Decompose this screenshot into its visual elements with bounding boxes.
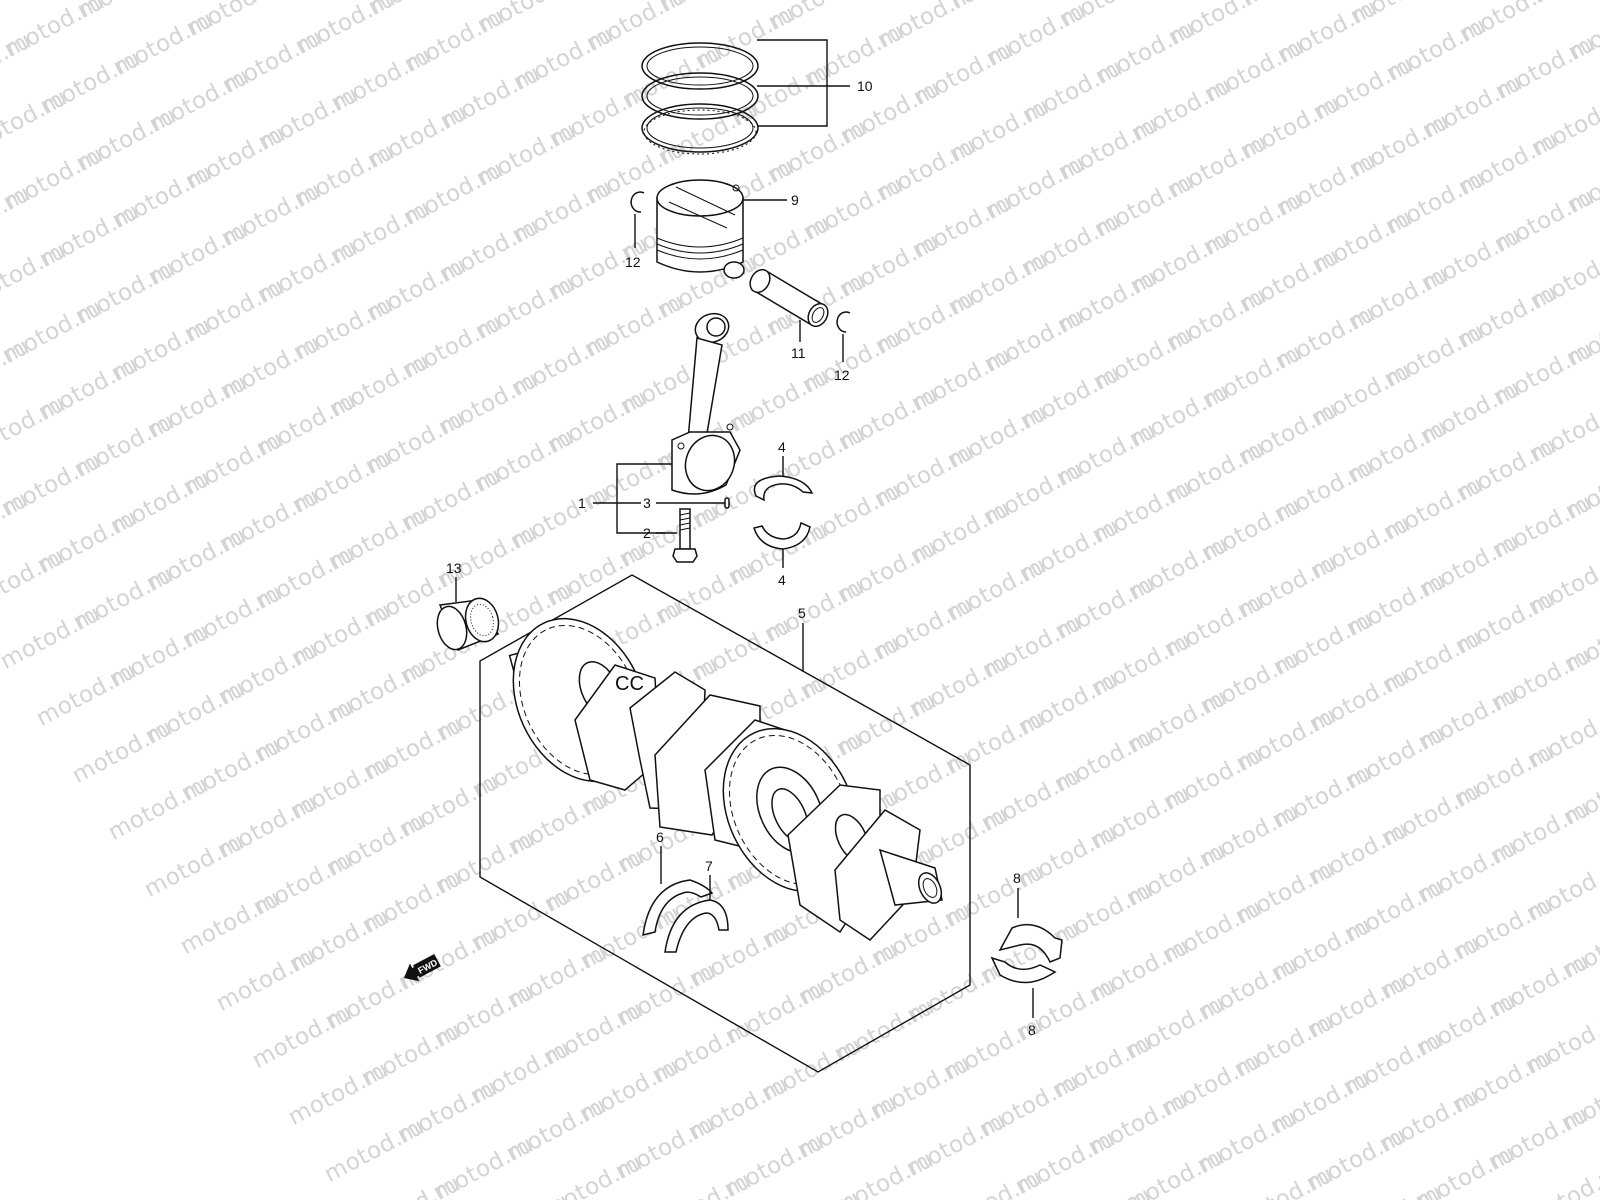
- crankshaft-marking: CC: [615, 673, 644, 695]
- crank-pin-bearing[interactable]: [753, 475, 814, 550]
- callout-12b[interactable]: 12: [834, 367, 850, 383]
- piston-pin-circlip-left[interactable]: [630, 191, 645, 213]
- callout-10[interactable]: 10: [857, 78, 873, 94]
- callout-2[interactable]: 2: [643, 525, 651, 541]
- callout-13[interactable]: 13: [446, 560, 462, 576]
- piston-pin[interactable]: [746, 266, 832, 330]
- callout-1[interactable]: 1: [578, 495, 586, 511]
- thrust-bearing-b[interactable]: [664, 899, 729, 953]
- callout-4a[interactable]: 4: [778, 439, 786, 455]
- needle-bearing[interactable]: [433, 595, 503, 653]
- piston-ring-set[interactable]: [641, 42, 759, 155]
- piston-ring-top: [641, 42, 759, 90]
- crankshaft-assembly-box: [479, 574, 971, 1073]
- callout-5[interactable]: 5: [798, 605, 806, 621]
- callout-4b[interactable]: 4: [778, 572, 786, 588]
- connecting-rod[interactable]: [671, 309, 742, 497]
- connecting-rod-pin[interactable]: [724, 497, 730, 509]
- connecting-rod-bolt[interactable]: [672, 508, 698, 563]
- callout-7[interactable]: 7: [705, 858, 713, 874]
- crankshaft-journal-bearing[interactable]: [990, 923, 1063, 984]
- callout-11[interactable]: 11: [791, 345, 806, 361]
- crankshaft[interactable]: CC: [488, 597, 946, 941]
- piston[interactable]: [656, 179, 745, 279]
- callout-10-leader: [757, 39, 850, 127]
- piston-ring-oil: [641, 103, 759, 155]
- thrust-bearing-a[interactable]: [642, 879, 714, 936]
- piston-ring-second: [641, 72, 759, 120]
- callout-3[interactable]: 3: [643, 495, 651, 511]
- callout-12a[interactable]: 12: [625, 254, 641, 270]
- forward-direction-arrow: FWD: [404, 953, 441, 982]
- callout-9[interactable]: 9: [791, 192, 799, 208]
- callout-8a[interactable]: 8: [1013, 870, 1021, 886]
- callout-8b[interactable]: 8: [1028, 1022, 1036, 1038]
- callout-1-leader: [593, 463, 672, 534]
- callout-6[interactable]: 6: [656, 829, 664, 845]
- piston-pin-circlip-right[interactable]: [836, 311, 851, 333]
